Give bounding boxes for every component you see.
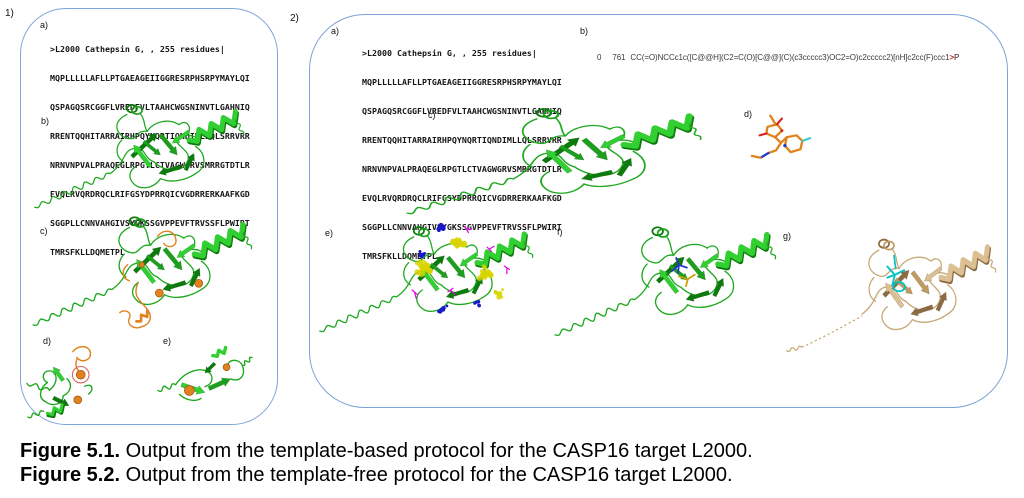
sequence-header: >L2000 Cathepsin G, , 255 residues| — [50, 44, 225, 55]
small-molecule-2d — [746, 112, 814, 168]
protein-ribbon-2e-pockets — [313, 218, 535, 338]
panel-2-label-c: c) — [428, 110, 436, 120]
panel-2-number: 2) — [290, 13, 299, 24]
fragment-1d-red-circle — [24, 340, 112, 422]
fragment-1e — [156, 340, 254, 408]
protein-ribbon-2g-wheat-cyan-ligand — [780, 230, 998, 358]
panel-2-label-e: e) — [325, 228, 334, 238]
panel-2-template-free — [309, 14, 1008, 408]
smiles-text: CC(=O)NCCc1c([C@@H](C2=C(O)[C@@](C)(c3cc… — [630, 53, 950, 62]
smiles-index: 0 — [597, 53, 602, 62]
panel-2-label-g: g) — [783, 231, 792, 241]
panel-1-label-a: a) — [40, 20, 49, 30]
panel-1-number: 1) — [5, 8, 14, 19]
sequence-header: >L2000 Cathepsin G, , 255 residues| — [362, 48, 537, 59]
panel-2-label-d: d) — [744, 109, 753, 119]
panel-1-label-b: b) — [41, 116, 50, 126]
smiles-string: 0 761 CC(=O)NCCc1c([C@@H](C2=C(O)[C@@](C)(… — [597, 53, 959, 62]
panel-1-template-based — [20, 8, 278, 425]
protein-ribbon-2c — [398, 100, 704, 220]
smiles-suffix: P — [954, 53, 960, 62]
caption-figure-5-2: Figure 5.2. Output from the template-fre… — [20, 464, 733, 486]
panel-1-label-d: d) — [43, 336, 52, 346]
panel-2-label-f: f) — [557, 227, 563, 237]
smiles-separator: > — [949, 53, 955, 62]
protein-ribbon-1c-orange-segments — [26, 208, 254, 332]
figure-captions: Figure 5.1. Output from the template-bas… — [20, 439, 753, 487]
protein-ribbon-2f-docked-ligand — [548, 218, 778, 342]
sequence-block-panel-2: >L2000 Cathepsin G, , 255 residues| MQPL… — [362, 48, 562, 262]
panel-1-label-c: c) — [40, 226, 48, 236]
panel-2-label-a: a) — [331, 26, 340, 36]
panel-1-label-e: e) — [163, 336, 172, 346]
panel-2-label-b: b) — [580, 26, 589, 36]
smiles-number: 761 — [612, 53, 626, 62]
caption-figure-5-1: Figure 5.1. Output from the template-bas… — [20, 440, 753, 462]
protein-ribbon-1b — [28, 96, 246, 214]
